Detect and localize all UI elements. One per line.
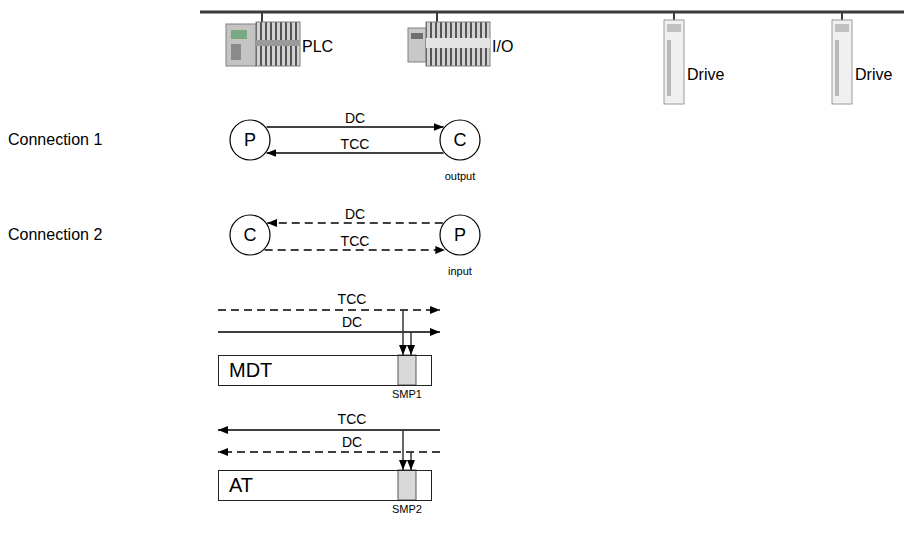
node-text: C xyxy=(244,225,257,246)
role-label: output xyxy=(445,170,476,183)
bus-drop xyxy=(673,12,675,20)
io-led xyxy=(411,33,423,39)
circle-shape xyxy=(440,215,480,255)
role-label: input xyxy=(448,265,472,278)
signal-label: TCC xyxy=(338,291,367,307)
drive-panel xyxy=(667,24,681,32)
device-label: PLC xyxy=(302,38,333,56)
plc-band xyxy=(256,40,300,46)
producer-circle: P xyxy=(229,119,271,161)
drive-housing xyxy=(664,20,684,104)
bus-drop xyxy=(841,12,843,20)
signal-label: DC xyxy=(345,206,365,222)
node-text: P xyxy=(244,130,256,151)
node-text: AT xyxy=(229,474,253,497)
plc-slot xyxy=(231,44,241,60)
telegram-box: AT xyxy=(218,470,432,501)
drive-detail xyxy=(835,40,839,96)
slot-label: SMP2 xyxy=(392,503,422,516)
producer-circle: P xyxy=(439,214,481,256)
smp-slot xyxy=(398,355,416,385)
tcc-arrow xyxy=(218,309,440,311)
drive-housing xyxy=(832,20,852,104)
smp-slot xyxy=(398,470,416,500)
bus-drop xyxy=(436,12,438,22)
io-terminal-blocks xyxy=(426,22,490,66)
fieldbus-line xyxy=(200,11,904,14)
plc-cpu-module xyxy=(226,24,256,66)
node-text: MDT xyxy=(229,359,272,382)
connection-arrow xyxy=(266,126,443,128)
signal-label: DC xyxy=(342,434,362,450)
drive-detail xyxy=(667,40,671,96)
telegram-box: MDT xyxy=(218,355,432,386)
circle-shape xyxy=(230,120,270,160)
dc-arrow xyxy=(218,451,440,453)
io-coupler xyxy=(408,28,426,62)
drive-panel xyxy=(835,24,849,32)
sample-arrow xyxy=(410,332,412,355)
io-band xyxy=(426,38,490,48)
consumer-circle: C xyxy=(439,119,481,161)
sample-arrow xyxy=(402,310,404,355)
signal-label: DC xyxy=(342,314,362,330)
plc-io-terminals xyxy=(256,22,300,66)
node-text: C xyxy=(454,130,467,151)
signal-label: TCC xyxy=(338,411,367,427)
connection-arrow xyxy=(266,152,443,154)
signal-label: TCC xyxy=(341,233,370,249)
dc-arrow xyxy=(218,331,440,333)
device-label: I/O xyxy=(492,38,513,56)
plc-display xyxy=(231,30,247,39)
connection-arrow xyxy=(267,222,443,224)
device-label: Drive xyxy=(855,66,892,84)
circle-shape xyxy=(440,120,480,160)
connection-label: Connection 2 xyxy=(8,226,102,244)
signal-label: DC xyxy=(345,110,365,126)
signal-label: TCC xyxy=(341,136,370,152)
node-text: P xyxy=(454,225,466,246)
sample-arrow xyxy=(402,430,404,470)
connection-label: Connection 1 xyxy=(8,131,102,149)
tcc-arrow xyxy=(218,429,440,431)
consumer-circle: C xyxy=(229,214,271,256)
slot-label: SMP1 xyxy=(392,388,422,401)
device-label: Drive xyxy=(687,66,724,84)
connection-arrow xyxy=(265,249,446,251)
circle-shape xyxy=(230,215,270,255)
sample-arrow xyxy=(410,452,412,470)
